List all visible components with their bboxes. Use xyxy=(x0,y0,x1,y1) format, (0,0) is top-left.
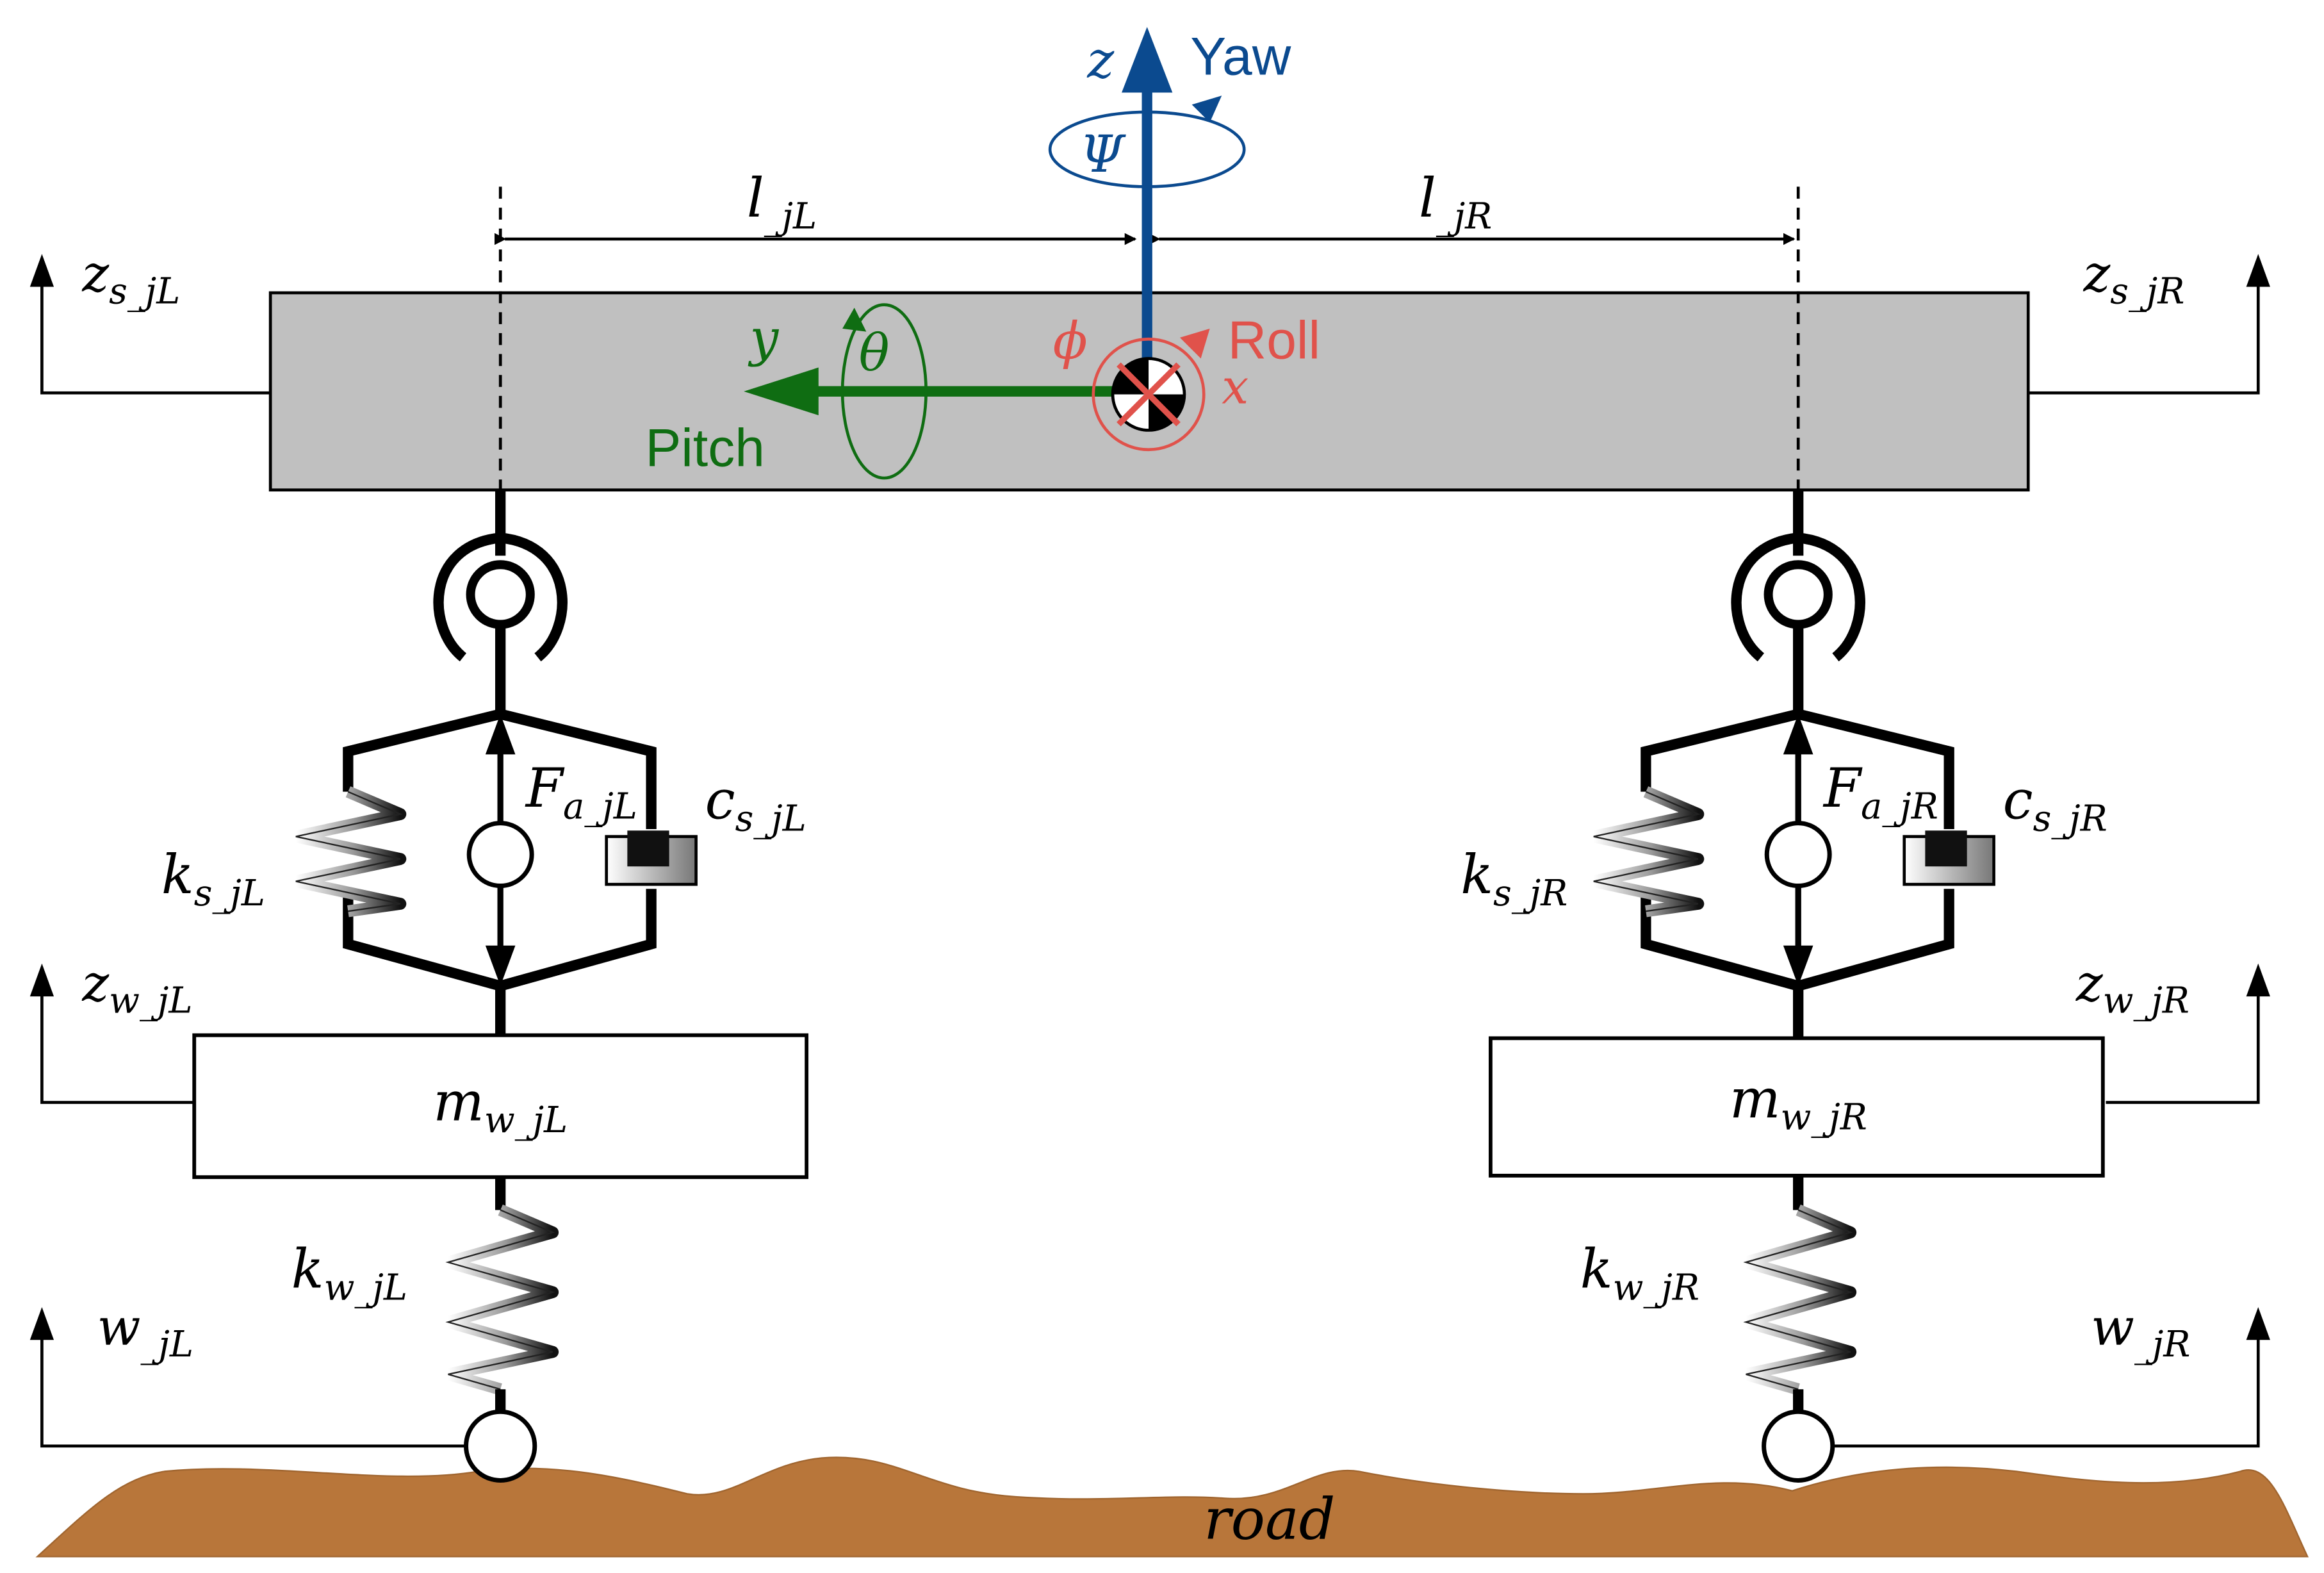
right-joint-bracket xyxy=(1731,532,1865,662)
right-actuator-symbol xyxy=(1764,821,1832,889)
left-joint-pin xyxy=(466,560,535,629)
dimension-label-l-right: l_jR xyxy=(1419,167,1492,238)
left-actuator-arrow-up xyxy=(485,714,516,755)
left-actuator-arrow-down xyxy=(485,945,516,986)
left-suspension: zs_jL Fa_jL cs_jL ks_jL zw_jL mw_jL xyxy=(29,244,809,1483)
left-zs-arrow xyxy=(40,283,271,395)
yaw-rotation-arrowhead xyxy=(1191,95,1222,123)
yaw-label: Yaw xyxy=(1190,26,1291,86)
right-unsprung-mass-label: mw_jR xyxy=(1730,1067,1867,1139)
right-actuator-label: Fa_jR xyxy=(1822,757,1938,828)
right-zw-arrow xyxy=(2106,993,2260,1104)
left-zw-label: zw_jL xyxy=(81,953,192,1022)
left-zw-arrowhead xyxy=(29,963,54,997)
right-tire-spring-label: kw_jR xyxy=(1580,1238,1699,1309)
right-spring-label: ks_jR xyxy=(1461,843,1567,914)
phi-label: ϕ xyxy=(1053,311,1088,371)
right-damper-piston xyxy=(1925,830,1967,867)
pitch-label: Pitch xyxy=(645,417,765,477)
road-label: road xyxy=(1204,1486,1335,1552)
left-tire-spring-outline xyxy=(445,1209,556,1390)
right-w-arrow xyxy=(1832,1337,2260,1448)
right-upper-frame xyxy=(1641,709,1954,829)
left-zs-arrowhead xyxy=(29,254,54,287)
right-suspension-spring-outline xyxy=(1593,791,1701,912)
right-road-contact xyxy=(1762,1409,1835,1483)
left-road-contact xyxy=(464,1409,537,1483)
yaw-rotation-ellipse xyxy=(1048,110,1246,188)
left-zs-label: zs_jL xyxy=(81,244,180,313)
right-tire-spring-outline xyxy=(1743,1209,1854,1390)
y-axis-arrowhead xyxy=(744,367,819,416)
roll-label: Roll xyxy=(1228,310,1321,370)
dimension-label-l-left: l_jL xyxy=(747,167,817,238)
roll-rotation-circle xyxy=(1092,337,1206,452)
right-actuator-arrow-down xyxy=(1783,945,1813,986)
left-zw-arrow xyxy=(40,993,195,1104)
left-actuator-symbol xyxy=(466,821,534,889)
right-zs-label: zs_jR xyxy=(2083,244,2184,313)
theta-label: θ xyxy=(859,323,890,383)
right-zw-arrowhead xyxy=(2246,963,2270,997)
left-tire-spring-label: kw_jL xyxy=(291,1238,407,1309)
left-damper-piston xyxy=(627,830,669,867)
roll-rotation-arrowhead xyxy=(1179,328,1210,359)
road-surface xyxy=(35,1456,2309,1558)
x-axis-label: x xyxy=(1222,359,1248,415)
left-w-arrow xyxy=(40,1337,466,1448)
z-axis-arrowhead xyxy=(1122,26,1173,93)
left-spring-label: ks_jL xyxy=(161,843,265,914)
left-unsprung-mass-label: mw_jL xyxy=(433,1071,568,1142)
right-zs-arrow xyxy=(2028,283,2260,395)
pitch-rotation-ellipse xyxy=(840,303,928,480)
left-upper-frame xyxy=(343,709,657,829)
psi-label: Ψ xyxy=(1080,124,1127,184)
left-suspension-spring-outline xyxy=(295,791,403,912)
left-actuator-label: Fa_jL xyxy=(525,757,637,828)
left-w-arrowhead xyxy=(29,1307,54,1340)
right-damper-label: cs_jR xyxy=(2003,769,2107,840)
pitch-rotation-arrowhead xyxy=(842,308,867,332)
right-w-label: w_jR xyxy=(2091,1297,2190,1365)
y-axis-label: y xyxy=(748,308,780,368)
right-suspension: zs_jR Fa_jR cs_jR ks_jR zw_jR mw_jR kw_j… xyxy=(1461,244,2270,1483)
right-zw-label: zw_jR xyxy=(2075,953,2189,1022)
left-damper-label: cs_jL xyxy=(705,769,806,840)
z-axis-label: z xyxy=(1086,30,1115,90)
x-axis-cross-b xyxy=(1117,362,1181,427)
left-joint-bracket xyxy=(433,532,568,662)
right-w-arrowhead xyxy=(2246,1307,2270,1340)
right-joint-pin xyxy=(1763,560,1833,629)
right-actuator-arrow-up xyxy=(1783,714,1813,755)
left-unsprung-mass xyxy=(192,1033,809,1180)
right-zs-arrowhead xyxy=(2246,254,2270,287)
left-w-label: w_jL xyxy=(97,1297,193,1365)
